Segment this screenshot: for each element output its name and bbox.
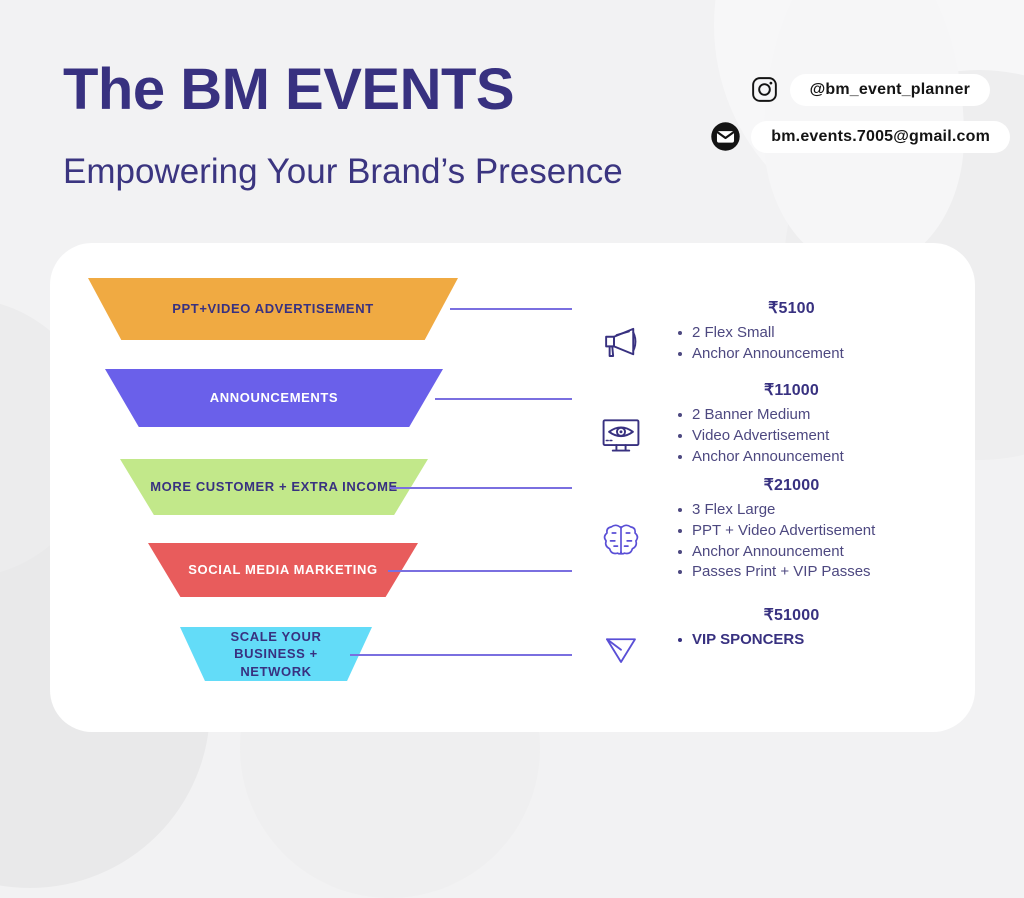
funnel-stage-2[interactable]: ANNOUNCEMENTS [50,369,590,427]
funnel-stage-1-shape[interactable]: PPT+VIDEO ADVERTISEMENT [88,278,458,340]
package-tier-3-price: ₹21000 [763,477,820,494]
megaphone-icon [590,298,652,365]
funnel-stage-4-shape[interactable]: SOCIAL MEDIA MARKETING [148,543,418,597]
list-item: Anchor Announcement [676,542,975,562]
funnel-connector-5 [350,654,572,656]
package-tier-3[interactable]: ₹21000 3 Flex Large PPT + Video Advertis… [590,475,975,583]
list-item: 2 Flex Small [676,323,975,343]
package-tier-4[interactable]: ₹51000 VIP SPONCERS [590,605,975,669]
funnel-connector-2 [435,398,572,400]
email-address[interactable]: bm.events.7005@gmail.com [751,120,1010,153]
page-subtitle: Empowering Your Brand’s Presence [63,152,623,191]
funnel-stage-1-label: PPT+VIDEO ADVERTISEMENT [172,301,374,317]
infographic-card: PPT+VIDEO ADVERTISEMENT ANNOUNCEMENTS MO… [50,243,975,732]
package-tier-4-price: ₹51000 [763,607,820,624]
contact-email[interactable]: bm.events.7005@gmail.com [709,120,1010,153]
funnel-stage-5-shape[interactable]: SCALE YOUR BUSINESS + NETWORK [180,627,372,681]
funnel-stage-4-label: SOCIAL MEDIA MARKETING [188,562,378,578]
package-tier-1-items: 2 Flex Small Anchor Announcement [654,323,975,364]
funnel-stage-4[interactable]: SOCIAL MEDIA MARKETING [50,543,590,597]
package-tier-2[interactable]: ₹11000 2 Banner Medium Video Advertiseme… [590,380,975,467]
package-tier-2-items: 2 Banner Medium Video Advertisement Anch… [654,405,975,466]
monitor-eye-icon [590,380,652,467]
list-item: PPT + Video Advertisement [676,521,975,541]
funnel-connector-3 [390,487,572,489]
package-tier-1-price: ₹5100 [768,300,815,317]
package-tier-1[interactable]: ₹5100 2 Flex Small Anchor Announcement [590,298,975,365]
funnel-stage-5-label: SCALE YOUR BUSINESS + NETWORK [230,628,322,679]
send-icon [590,605,652,669]
funnel-connector-1 [450,308,572,310]
funnel-stage-2-shape[interactable]: ANNOUNCEMENTS [105,369,443,427]
funnel-stage-3[interactable]: MORE CUSTOMER + EXTRA INCOME [50,459,590,515]
list-item: Video Advertisement [676,426,975,446]
funnel-stage-2-label: ANNOUNCEMENTS [209,390,339,406]
header: The BM EVENTS Empowering Your Brand’s Pr… [0,0,1024,235]
funnel-stage-5[interactable]: SCALE YOUR BUSINESS + NETWORK [50,627,590,681]
email-icon [709,120,742,153]
list-item: Passes Print + VIP Passes [676,562,975,582]
instagram-icon [748,73,781,106]
instagram-handle[interactable]: @bm_event_planner [789,73,990,106]
list-item: 2 Banner Medium [676,405,975,425]
contact-instagram[interactable]: @bm_event_planner [748,73,990,106]
brain-icon [590,475,652,583]
funnel-chart: PPT+VIDEO ADVERTISEMENT ANNOUNCEMENTS MO… [50,243,590,732]
funnel-stage-3-shape[interactable]: MORE CUSTOMER + EXTRA INCOME [120,459,428,515]
package-tier-2-price: ₹11000 [764,382,819,399]
list-item: Anchor Announcement [676,447,975,467]
package-tier-4-items: VIP SPONCERS [654,630,975,650]
funnel-stage-3-label: MORE CUSTOMER + EXTRA INCOME [150,479,398,495]
funnel-connector-4 [388,570,572,572]
funnel-stage-1[interactable]: PPT+VIDEO ADVERTISEMENT [50,278,590,340]
list-item: Anchor Announcement [676,344,975,364]
list-item: 3 Flex Large [676,500,975,520]
package-details: ₹5100 2 Flex Small Anchor Announcement [590,243,975,732]
package-tier-3-items: 3 Flex Large PPT + Video Advertisement A… [654,500,975,582]
page-title: The BM EVENTS [63,57,515,122]
list-item: VIP SPONCERS [676,630,975,650]
